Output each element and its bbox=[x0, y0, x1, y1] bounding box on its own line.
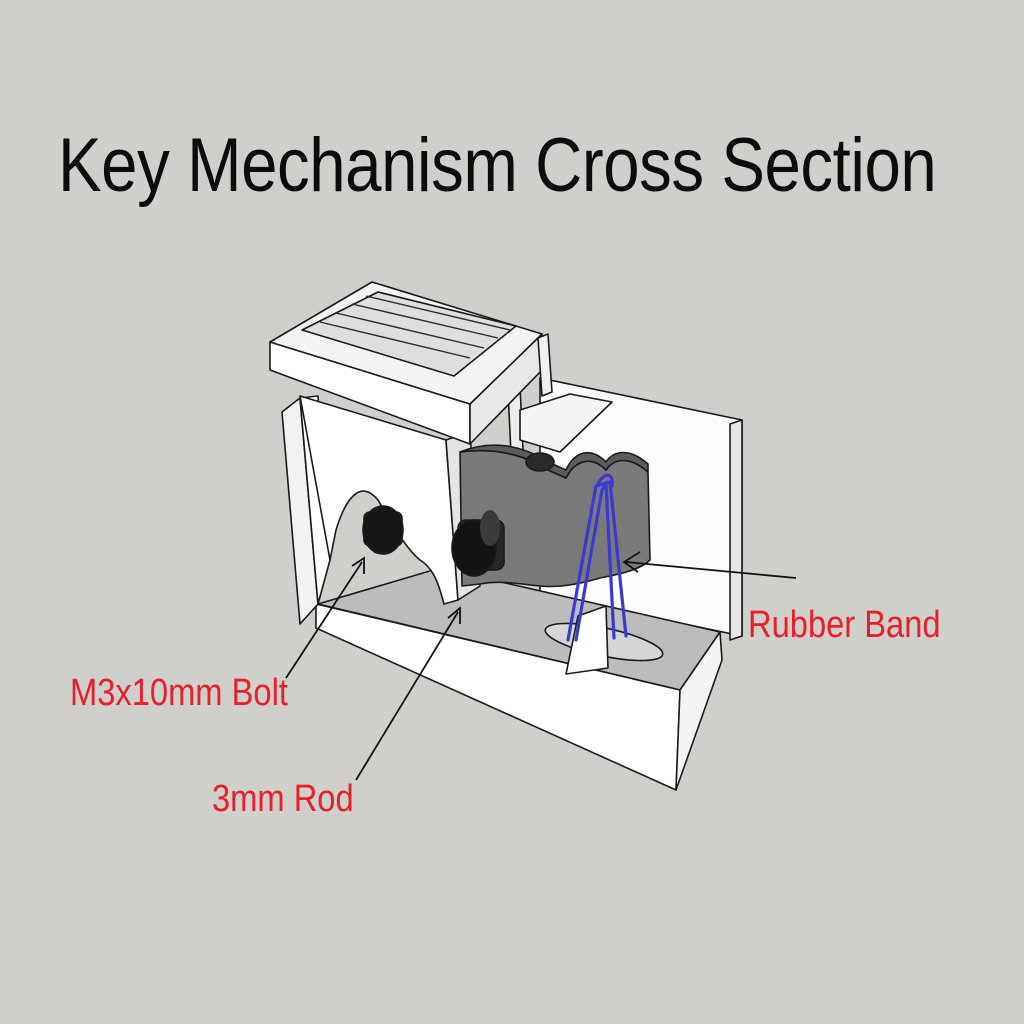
latch-pin bbox=[565, 605, 609, 675]
guide-slot bbox=[519, 393, 613, 453]
bolt-head bbox=[362, 505, 404, 555]
bolt-label: M3x10mm Bolt bbox=[70, 672, 288, 714]
housing-back-wall-edge bbox=[729, 419, 743, 641]
keycap-rear-post bbox=[537, 333, 553, 397]
rod-end-highlight bbox=[480, 510, 500, 546]
keycap-grooves bbox=[319, 295, 511, 359]
rod-arrow bbox=[355, 611, 459, 781]
rod-arrowhead bbox=[447, 606, 461, 624]
leader-arrows bbox=[285, 551, 797, 781]
diagram-title: Key Mechanism Cross Section bbox=[58, 123, 937, 208]
rubber-band-arrowhead bbox=[622, 551, 641, 573]
bolt-arrow bbox=[285, 561, 363, 679]
rubber-band-arrow bbox=[625, 561, 797, 579]
base-right-face bbox=[675, 631, 723, 791]
rubber-band-label: Rubber Band bbox=[748, 604, 941, 646]
lever-hole bbox=[525, 452, 555, 472]
rod-label: 3mm Rod bbox=[212, 778, 354, 820]
rubber-band bbox=[566, 473, 628, 642]
bolt-arrowhead bbox=[351, 556, 365, 574]
